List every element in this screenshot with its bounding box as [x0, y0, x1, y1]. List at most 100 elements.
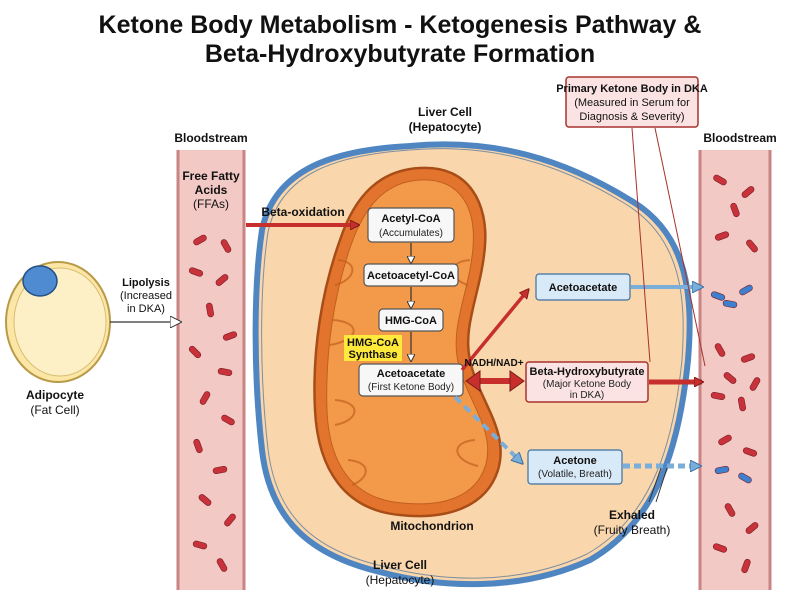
- red-blood-cell: [215, 274, 229, 286]
- acetyl-coa-box: Acetyl-CoA (Accumulates): [367, 207, 455, 243]
- red-blood-cell: [742, 447, 758, 457]
- acetone-name: Acetone: [553, 455, 596, 467]
- red-blood-cell: [224, 513, 236, 527]
- acetyl-coa-name: Acetyl-CoA: [381, 213, 440, 225]
- red-blood-cell: [740, 353, 756, 363]
- red-blood-cell: [216, 558, 228, 572]
- ffa-line-1: Free Fatty: [182, 169, 240, 183]
- red-blood-cell: [710, 392, 726, 400]
- bloodstream-left-label: Bloodstream: [174, 131, 247, 145]
- acetoacetyl-coa-name: Acetoacetyl-CoA: [367, 270, 455, 282]
- lipolysis-line-2: (Increased: [120, 290, 172, 302]
- exhaled-leader-b: [655, 467, 668, 503]
- nadh-double-arrow: [465, 370, 525, 392]
- red-blood-cell: [206, 302, 214, 318]
- enzyme-line-2: Synthase: [349, 349, 398, 361]
- right-blood-vessel: [698, 150, 772, 590]
- red-blood-cell: [188, 345, 202, 359]
- red-blood-cell: [198, 494, 212, 506]
- acetoacetate-mito-box: Acetoacetate (First Ketone Body): [358, 363, 464, 397]
- hmg-coa-box: HMG-CoA: [378, 308, 444, 332]
- nadh-label: NADH/NAD+: [464, 358, 523, 369]
- callout-line-2: (Measured in Serum for: [574, 97, 690, 109]
- acetoacetate-product-name: Acetoacetate: [549, 282, 617, 294]
- acetoacetate-mito-name: Acetoacetate: [377, 368, 445, 380]
- lipolysis-line-3: in DKA): [127, 303, 165, 315]
- mitochondrion: [313, 166, 502, 518]
- ffa-line-2: Acids: [195, 183, 228, 197]
- red-blood-cell: [712, 543, 728, 553]
- red-blood-cell: [193, 234, 207, 246]
- red-blood-cell: [193, 438, 203, 454]
- liver-top-line-2: (Hepatocyte): [409, 120, 482, 134]
- red-blood-cell: [188, 267, 204, 277]
- callout-leader-a: [631, 127, 651, 363]
- red-blood-cell: [724, 503, 736, 517]
- acetoacetyl-coa-box: Acetoacetyl-CoA: [363, 263, 459, 287]
- left-blood-vessel: [176, 150, 246, 590]
- acetoacetate-mito-sub: (First Ketone Body): [368, 382, 454, 393]
- arrow-to-acetoacetate: [460, 290, 528, 372]
- red-blood-cell: [199, 391, 211, 405]
- beta-oxidation-label: Beta-oxidation: [261, 205, 344, 219]
- bhb-product-box: Beta-Hydroxybutyrate (Major Ketone Body …: [525, 361, 649, 403]
- red-blood-cells-right: [710, 174, 761, 574]
- red-blood-cell: [738, 396, 746, 412]
- callout-leader-b: [654, 127, 706, 367]
- primary-ketone-callout: Primary Ketone Body in DKA (Measured in …: [556, 76, 708, 128]
- red-blood-cells-left: [188, 234, 238, 572]
- exhaled-name: Exhaled: [609, 508, 655, 522]
- mitochondrion-label: Mitochondrion: [390, 519, 473, 533]
- red-blood-cell: [212, 466, 228, 474]
- arrow-to-acetone: [453, 395, 522, 463]
- lipolysis-line-1: Lipolysis: [122, 277, 170, 289]
- bhb-name: Beta-Hydroxybutyrate: [530, 366, 645, 378]
- bloodstream-right-label: Bloodstream: [703, 131, 776, 145]
- red-blood-cell: [730, 202, 740, 218]
- exhaled-sub: (Fruity Breath): [594, 523, 671, 537]
- red-blood-cell: [723, 372, 737, 384]
- exhaled-leader-a: [648, 467, 662, 503]
- enzyme-label: HMG-CoA Synthase: [344, 335, 402, 361]
- title-line-1: Ketone Body Metabolism - Ketogenesis Pat…: [99, 11, 702, 39]
- callout-title: Primary Ketone Body in DKA: [556, 83, 708, 95]
- callout-line-3: Diagnosis & Severity): [579, 111, 684, 123]
- acetoacetate-product-box: Acetoacetate: [535, 273, 631, 301]
- red-blood-cell: [714, 466, 730, 474]
- red-blood-cell: [749, 377, 761, 391]
- red-blood-cell: [714, 231, 730, 241]
- acetone-product-box: Acetone (Volatile, Breath): [527, 449, 623, 485]
- red-blood-cell: [220, 239, 232, 253]
- red-blood-cell: [745, 522, 759, 534]
- red-blood-cell: [217, 368, 233, 376]
- title-line-2: Beta-Hydroxybutyrate Formation: [205, 40, 595, 68]
- red-blood-cell: [741, 558, 751, 574]
- acetyl-coa-sub: (Accumulates): [379, 228, 443, 239]
- red-blood-cell: [718, 434, 732, 446]
- adipocyte-cell: [5, 261, 111, 383]
- red-blood-cell: [739, 284, 753, 296]
- red-blood-cell: [738, 472, 752, 484]
- ffa-line-3: (FFAs): [193, 197, 229, 211]
- red-blood-cell: [222, 331, 238, 341]
- adipocyte-name: Adipocyte: [26, 388, 84, 402]
- acetone-sub: (Volatile, Breath): [538, 469, 612, 480]
- red-blood-cell: [192, 540, 208, 550]
- liver-bottom-line-2: (Hepatocyte): [366, 573, 435, 587]
- red-blood-cell: [746, 239, 758, 253]
- red-blood-cell: [710, 291, 726, 301]
- red-blood-cell: [722, 300, 738, 308]
- bhb-line-3: in DKA): [570, 390, 604, 401]
- enzyme-line-1: HMG-CoA: [347, 337, 399, 349]
- hmg-coa-name: HMG-CoA: [385, 315, 437, 327]
- red-blood-cell: [221, 414, 235, 426]
- red-blood-cell: [741, 186, 755, 198]
- liver-top-line-1: Liver Cell: [418, 105, 472, 119]
- bhb-line-2: (Major Ketone Body: [543, 379, 631, 390]
- adipocyte-sub: (Fat Cell): [30, 403, 79, 417]
- liver-bottom-line-1: Liver Cell: [373, 558, 427, 572]
- adipocyte-nucleus: [22, 265, 58, 297]
- red-blood-cell: [713, 174, 727, 186]
- red-blood-cell: [714, 343, 726, 357]
